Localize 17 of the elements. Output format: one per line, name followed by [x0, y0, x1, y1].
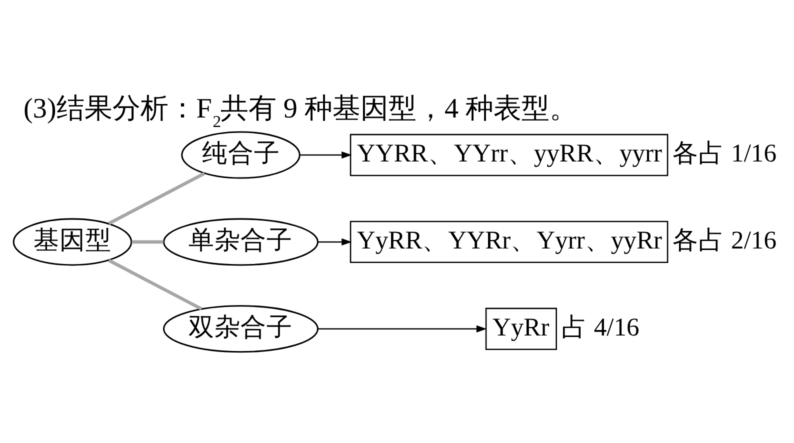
node-label: 占 4/16 [561, 312, 640, 342]
arrow [300, 151, 352, 159]
node-box: YyRR、YYRr、Yyrr、yyRr [350, 220, 668, 264]
connector [108, 258, 202, 310]
node-ellipse: 基因型 [12, 218, 132, 266]
connector [108, 172, 206, 225]
node-ellipse: 纯合子 [181, 131, 300, 179]
arrow [318, 238, 352, 246]
diagram-title: (3)结果分析：F$_{2}$共有 9 种基因型，4 种表型。 [24, 93, 578, 131]
node-box: YyRr [485, 308, 557, 350]
connector [132, 240, 164, 244]
node-label: 各占 1/16 [672, 138, 776, 168]
arrow [318, 325, 487, 332]
node-ellipse: 单杂合子 [163, 218, 319, 266]
node-label: 各占 2/16 [672, 225, 776, 254]
node-ellipse: 双杂合子 [163, 305, 319, 353]
node-box: YYRR、YYrr、yyRR、yyrr [350, 134, 668, 176]
